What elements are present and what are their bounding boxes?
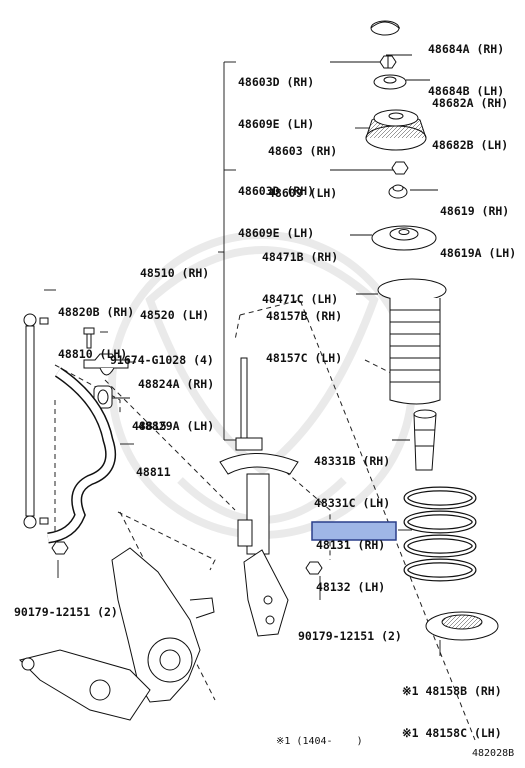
label-line: 48609 (LH) — [268, 186, 338, 200]
label-line: 48811 — [136, 465, 171, 479]
footnote: ※1 (1404- ) — [276, 736, 363, 747]
label-line: 48603D (RH) — [238, 75, 315, 89]
label-line: 90179-12151 (2) — [298, 629, 402, 643]
label-bracket: 48824A (RH) 48829A (LH) — [138, 349, 214, 447]
label-line: 91674-G1028 (4) — [110, 353, 214, 367]
stabilizer-bar-part — [47, 367, 117, 544]
label-strut-nut: 90179-12151 (2) — [298, 601, 402, 657]
label-line: 90179-12151 (2) — [14, 605, 118, 619]
label-mid-nut: 48603D (RH) 48609E (LH) — [238, 156, 314, 254]
label-spring-seat: 48471B (RH) 48471C (LH) — [262, 222, 338, 320]
upper-insulator-part — [373, 74, 407, 90]
label-line-highlighted: 48132 (LH) — [316, 580, 386, 594]
label-bellows-boot: 48157B (RH) 48157C (LH) — [266, 281, 342, 379]
label-line: 48619 (RH) — [440, 204, 510, 218]
label-line: 48471C (LH) — [262, 292, 339, 306]
steering-knuckle-part — [111, 547, 215, 703]
label-line: 48603 (RH) — [268, 144, 338, 158]
highlight-box — [311, 521, 397, 541]
lower-arm-part — [19, 649, 151, 721]
figure-id: 482028B — [472, 748, 515, 759]
suspension-support-part — [365, 109, 427, 151]
label-line: 48815 — [132, 419, 167, 433]
label-line: 48609E (LH) — [238, 226, 315, 240]
label-line: 48157C (LH) — [266, 351, 343, 365]
shock-absorber-part — [219, 357, 299, 637]
label-bolt: 91674-G1028 (4) — [110, 325, 214, 381]
label-line: 48331B (RH) — [314, 454, 391, 468]
label-bump-stopper: 48331B (RH) 48331C (LH) — [314, 426, 390, 524]
label-line: 48824A (RH) — [138, 377, 215, 391]
label-line: ※1 48158B (RH) — [402, 684, 502, 698]
alignment-lines — [54, 299, 476, 741]
bearing-part — [388, 184, 408, 199]
label-line: 48682B (LH) — [432, 138, 509, 152]
bellows-boot-part — [377, 278, 447, 405]
label-bushing: 48815 — [132, 391, 167, 447]
label-suspension-support: 48603 (RH) 48609 (LH) — [268, 116, 337, 214]
upper-spring-seat-part — [371, 225, 437, 251]
bushing-part — [93, 385, 113, 409]
stabilizer-link-part — [23, 313, 49, 529]
lower-insulator-part — [425, 611, 499, 641]
label-stabilizer-link: 48820B (RH) 48810 (LH) — [58, 277, 134, 375]
label-stabilizer-bar: 48811 — [136, 437, 171, 493]
label-line: 48684B (LH) — [428, 84, 505, 98]
bump-stopper-part — [413, 409, 437, 471]
label-dust-cap: 48684A (RH) 48684B (LH) — [428, 14, 504, 112]
label-line: 48520 (LH) — [140, 308, 210, 322]
label-line: 48682A (RH) — [432, 96, 509, 110]
dust-cap-part — [370, 20, 400, 36]
label-line: 48609E (LH) — [238, 117, 315, 131]
label-line: 48157B (RH) — [266, 309, 343, 323]
label-coil-spring: 48131 (RH) 48132 (LH) — [316, 510, 385, 608]
label-line: 48684A (RH) — [428, 42, 505, 56]
label-line: 48471B (RH) — [262, 250, 339, 264]
label-line: 48820B (RH) — [58, 305, 135, 319]
label-upper-insulator: 48682A (RH) 48682B (LH) — [432, 68, 508, 166]
coil-spring-part — [403, 486, 477, 582]
label-line: 48331C (LH) — [314, 496, 391, 510]
strut-nut-part — [305, 561, 323, 575]
leader-lines — [44, 27, 441, 656]
label-bearing: 48619 (RH) 48619A (LH) — [440, 176, 516, 274]
link-nut-part — [51, 541, 69, 555]
label-line: 48131 (RH) — [316, 538, 386, 552]
label-lower-insulator: ※1 48158B (RH) ※1 48158C (LH) — [402, 656, 502, 754]
bolt-part — [83, 327, 95, 349]
label-line: 48810 (LH) — [58, 347, 128, 361]
label-top-nut: 48603D (RH) 48609E (LH) — [238, 47, 314, 145]
label-line: 48603D (RH) — [238, 184, 315, 198]
label-line: ※1 48158C (LH) — [402, 726, 502, 740]
label-line: 48829A (LH) — [138, 419, 215, 433]
bracket-part — [83, 353, 129, 376]
label-strut-assembly: 48510 (RH) 48520 (LH) — [140, 238, 209, 336]
label-link-nut: 90179-12151 (2) — [14, 577, 118, 633]
label-line: 48510 (RH) — [140, 266, 210, 280]
mid-nut-part — [391, 161, 409, 175]
label-line: 48619A (LH) — [440, 246, 517, 260]
top-nut-part — [379, 55, 397, 69]
